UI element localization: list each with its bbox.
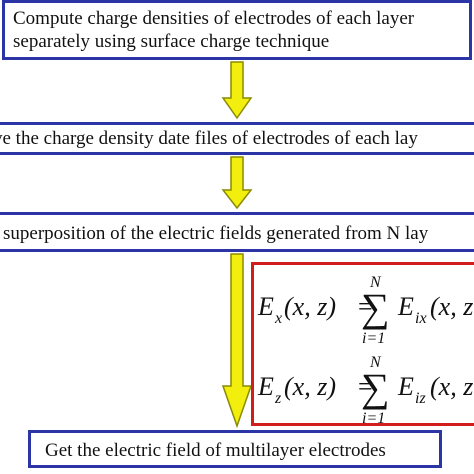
ez-lhs-args: (x, z): [284, 372, 336, 401]
ez-sum-sign: ∑: [361, 365, 390, 410]
ex-lhs-e: E: [257, 292, 274, 321]
arrow-down-1: [221, 61, 253, 120]
formula-svg: E x (x, z) = N ∑ i=1 E ix (x, z E z (x, …: [257, 274, 473, 426]
ez-equals: =: [358, 372, 373, 401]
ex-equals: =: [358, 292, 373, 321]
ex-lhs-args: (x, z): [284, 292, 336, 321]
step-3-box: superposition of the electric fields gen…: [0, 212, 474, 252]
formula-ex: E x (x, z) = N ∑ i=1 E ix (x, z: [257, 274, 473, 347]
ez-sum-bottom: i=1: [362, 410, 385, 426]
step-2-box: ve the charge density date files of elec…: [0, 122, 474, 155]
ex-sum-sign: ∑: [361, 285, 390, 330]
ez-rhs-sub: iz: [415, 390, 426, 407]
step-2-text: ve the charge density date files of elec…: [0, 128, 418, 149]
step-3-text: superposition of the electric fields gen…: [3, 223, 429, 244]
ex-rhs-e: E: [397, 292, 414, 321]
ez-lhs-sub: z: [274, 390, 282, 407]
arrow-down-2: [221, 156, 253, 210]
step-1-box: Compute charge densities of electrodes o…: [2, 0, 472, 60]
step-1-line-2: separately using surface charge techniqu…: [13, 31, 330, 52]
step-4-box: Get the electric field of multilayer ele…: [28, 430, 442, 468]
ez-rhs-args: (x, z: [430, 372, 473, 401]
ez-lhs-e: E: [257, 372, 274, 401]
ex-rhs-sub: ix: [415, 310, 427, 327]
formula-box: E x (x, z) = N ∑ i=1 E ix (x, z E z (x, …: [251, 262, 474, 426]
ex-sum-bottom: i=1: [362, 330, 385, 347]
arrow-down-3: [221, 253, 253, 429]
ex-sum-top: N: [369, 274, 382, 291]
step-4-text: Get the electric field of multilayer ele…: [45, 440, 386, 461]
step-1-line-1: Compute charge densities of electrodes o…: [13, 8, 415, 29]
formula-ez: E z (x, z) = N ∑ i=1 E iz (x, z: [257, 354, 473, 426]
ez-rhs-e: E: [397, 372, 414, 401]
ez-sum-top: N: [369, 354, 382, 371]
ex-lhs-sub: x: [274, 310, 282, 327]
ex-rhs-args: (x, z: [430, 292, 473, 321]
